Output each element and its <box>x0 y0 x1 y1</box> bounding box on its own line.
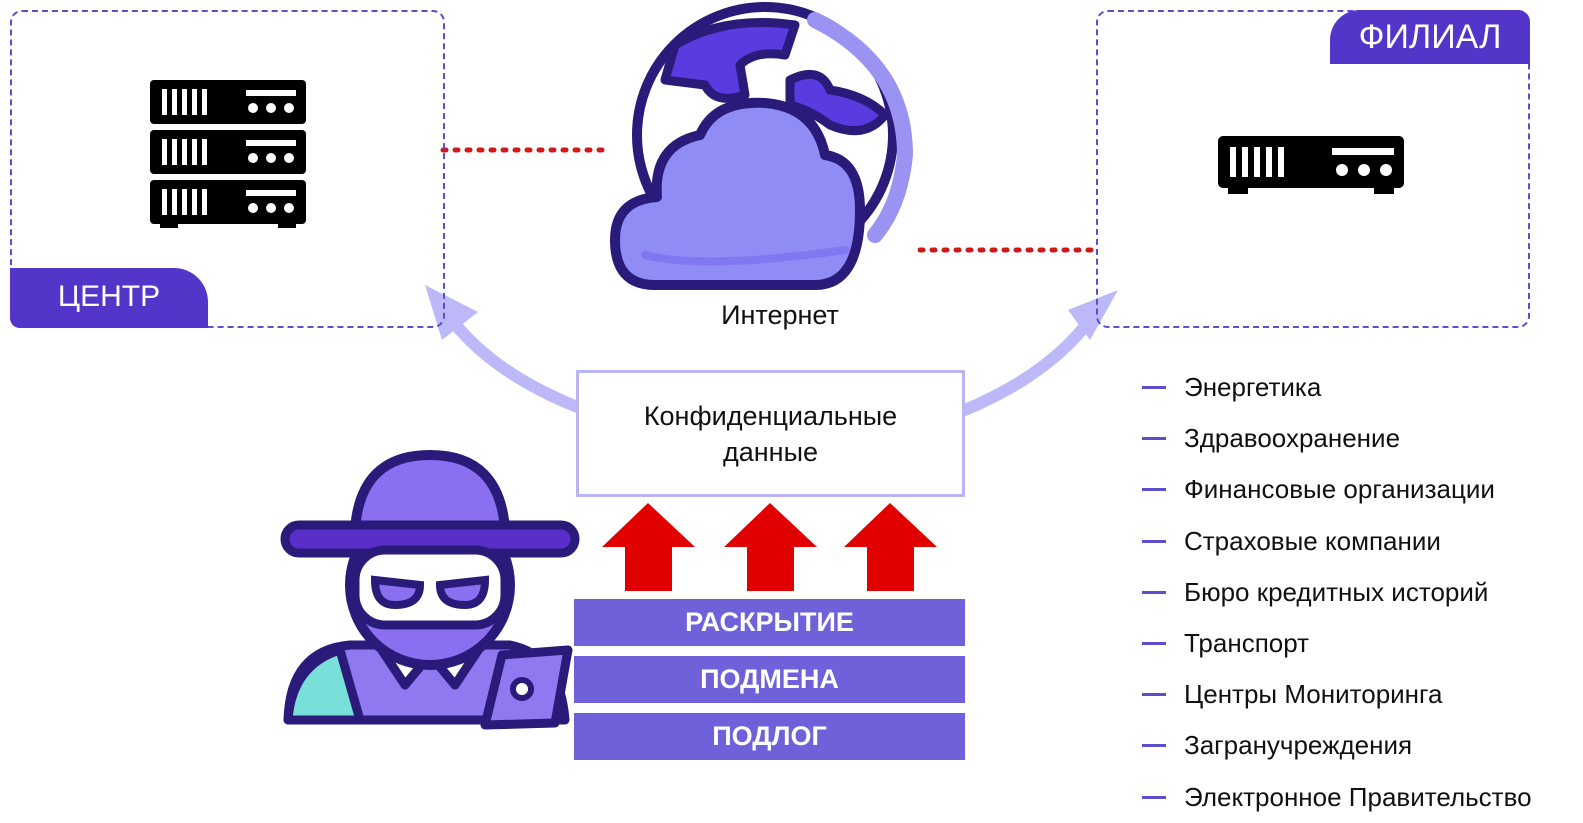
confidential-data-box: Конфиденциальные данные <box>576 370 965 497</box>
sector-label: Страховые компании <box>1184 525 1441 556</box>
threat-forgery: ПОДЛОГ <box>574 713 965 760</box>
sector-label: Центры Мониторинга <box>1184 679 1443 710</box>
sector-label: Бюро кредитных историй <box>1184 576 1489 607</box>
up-arrow-icon <box>724 503 817 591</box>
list-item: Энергетика <box>1142 362 1532 413</box>
data-box-line-1: Конфиденциальные <box>643 400 898 431</box>
up-arrow-icon <box>844 503 937 591</box>
threat-substitution: ПОДМЕНА <box>574 656 965 703</box>
single-server-icon <box>1218 136 1404 194</box>
dash-icon <box>1142 437 1166 441</box>
branch-label: ФИЛИАЛ <box>1330 10 1530 64</box>
sector-list: Энергетика Здравоохранение Финансовые ор… <box>1142 362 1532 823</box>
list-item: Загранучреждения <box>1142 720 1532 771</box>
sector-label: Энергетика <box>1184 372 1322 403</box>
list-item: Финансовые организации <box>1142 464 1532 515</box>
list-item: Транспорт <box>1142 618 1532 669</box>
laptop-icon <box>480 645 573 730</box>
cloud-globe-icon <box>610 2 914 290</box>
sector-label: Транспорт <box>1184 628 1310 659</box>
sector-label: Здравоохранение <box>1184 423 1401 454</box>
dash-icon <box>1142 693 1166 697</box>
dash-icon <box>1142 539 1166 543</box>
threat-arrows <box>602 503 937 591</box>
server-rack-icon <box>150 80 306 228</box>
center-panel <box>10 10 445 328</box>
dash-icon <box>1142 744 1166 748</box>
list-item: Бюро кредитных историй <box>1142 567 1532 618</box>
dash-icon <box>1142 795 1166 799</box>
sector-label: Финансовые организации <box>1184 474 1495 505</box>
dash-icon <box>1142 642 1166 646</box>
up-arrow-icon <box>602 503 695 591</box>
internet-label: Интернет <box>721 300 839 330</box>
list-item: Страховые компании <box>1142 516 1532 567</box>
sector-label: Загранучреждения <box>1184 730 1413 761</box>
center-label: ЦЕНТР <box>10 268 208 328</box>
dash-icon <box>1142 488 1166 492</box>
sector-label: Электронное Правительство <box>1184 781 1532 812</box>
dash-icon <box>1142 386 1166 390</box>
threat-disclosure: РАСКРЫТИЕ <box>574 599 965 646</box>
list-item: Здравоохранение <box>1142 413 1532 464</box>
data-box-line-2: данные <box>722 436 818 467</box>
branch-panel <box>1096 10 1530 328</box>
dash-icon <box>1142 590 1166 594</box>
list-item: Электронное Правительство <box>1142 772 1532 823</box>
list-item: Центры Мониторинга <box>1142 669 1532 720</box>
